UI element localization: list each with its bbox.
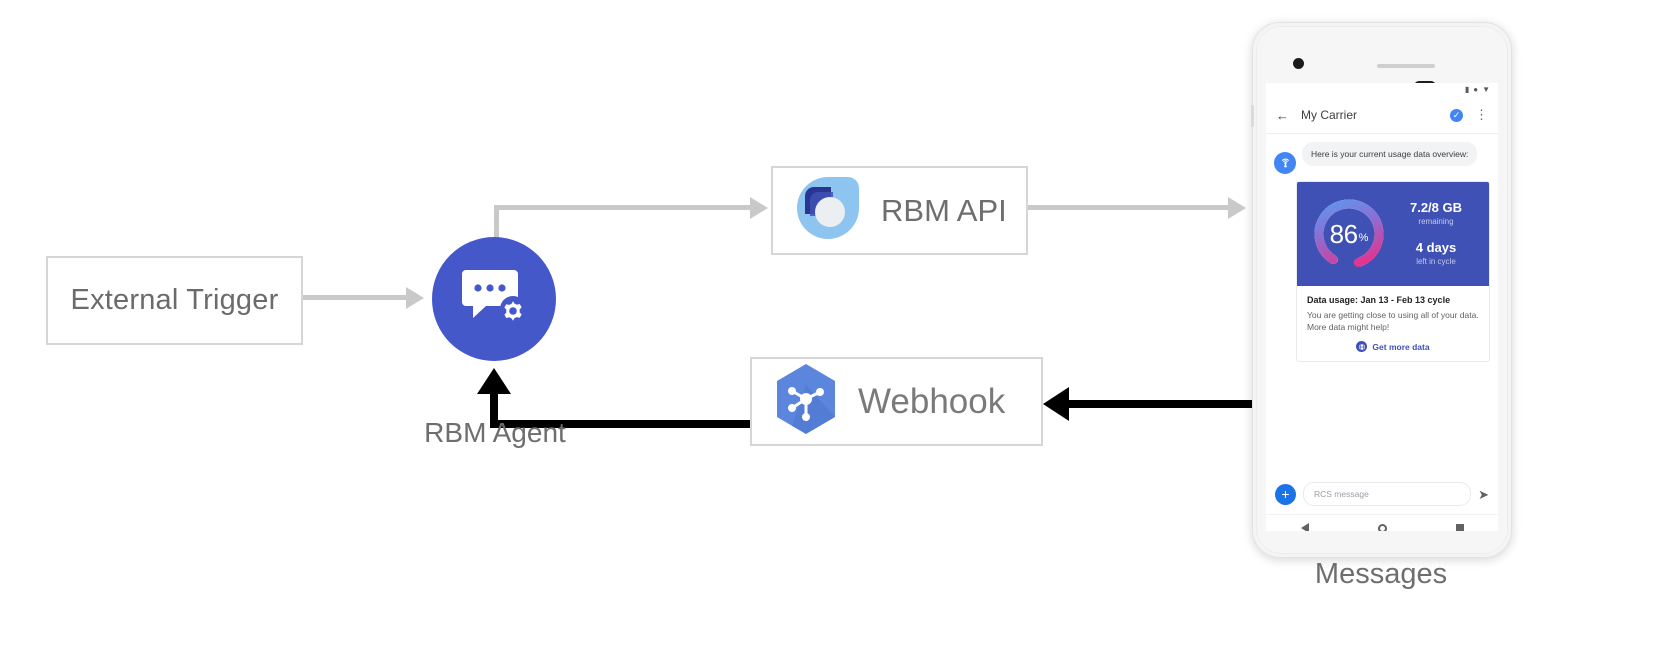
arrowhead-webhook-to-agent — [477, 368, 511, 394]
arrowhead-phone-to-webhook — [1043, 387, 1069, 421]
signal-icon: ▮ — [1464, 85, 1470, 94]
recents-nav-icon[interactable] — [1455, 524, 1464, 531]
webhook-hexagon-icon — [770, 361, 842, 442]
gauge-text: 86 % — [1309, 194, 1389, 274]
node-rbm-api[interactable]: RBM API — [771, 166, 1028, 255]
wifi-icon: ● — [1473, 85, 1479, 94]
card-title: Data usage: Jan 13 - Feb 13 cycle — [1307, 295, 1451, 305]
card-description: You are getting close to using all of yo… — [1307, 310, 1479, 332]
message-composer: + RCS message ➤ — [1266, 474, 1498, 514]
card-hero: 86 % 7.2/8 GB remaining 4 days le — [1297, 182, 1489, 286]
back-nav-icon[interactable] — [1300, 523, 1309, 531]
rcs-message-input[interactable]: RCS message — [1303, 482, 1472, 506]
webhook-label: Webhook — [858, 381, 1006, 421]
message-row: Here is your current usage data overview… — [1266, 142, 1498, 174]
chat-gear-icon — [460, 266, 528, 333]
plus-icon[interactable]: + — [1275, 483, 1296, 505]
gauge-value: 86 — [1329, 218, 1358, 249]
get-more-data-button[interactable]: Get more data — [1307, 341, 1479, 352]
node-rbm-agent[interactable] — [432, 237, 556, 361]
gauge-unit: % — [1358, 232, 1369, 244]
side-button[interactable] — [1251, 105, 1254, 127]
globe-icon — [1356, 341, 1368, 352]
stat-days-left: 4 days left in cycle — [1416, 241, 1456, 267]
rcs-message-placeholder: RCS message — [1314, 489, 1369, 499]
message-bubble: Here is your current usage data overview… — [1302, 142, 1478, 166]
conversation-area: Here is your current usage data overview… — [1266, 134, 1498, 474]
node-external-trigger[interactable]: External Trigger — [46, 256, 303, 345]
stat-days-value: 4 days — [1415, 240, 1457, 255]
send-icon[interactable]: ➤ — [1478, 486, 1489, 502]
phone-caption: Messages — [1314, 558, 1448, 590]
stat-data-value: 7.2/8 GB — [1409, 200, 1463, 215]
edge-webhook-to-agent-riser — [490, 394, 498, 428]
phone-mockup: ▮ ● ▼ ← My Carrier ✓ ⋮ — [1251, 22, 1512, 558]
external-trigger-label: External Trigger — [70, 284, 279, 316]
back-arrow-icon[interactable]: ← — [1276, 107, 1289, 123]
card-body: Data usage: Jan 13 - Feb 13 cycle You ar… — [1297, 286, 1489, 361]
arrowhead-api-to-phone — [1228, 197, 1246, 219]
edge-agent-to-api — [494, 205, 752, 210]
phone-screen: ▮ ● ▼ ← My Carrier ✓ ⋮ — [1266, 83, 1498, 531]
edge-phone-to-webhook — [1068, 400, 1253, 408]
arrowhead-trigger-to-agent — [406, 287, 424, 309]
rbm-api-label: RBM API — [881, 192, 1007, 228]
battery-icon: ▼ — [1482, 85, 1490, 94]
edge-agent-riser — [494, 205, 499, 253]
status-bar: ▮ ● ▼ — [1266, 83, 1498, 97]
earpiece-icon — [1377, 64, 1435, 68]
carrier-antenna-icon — [1274, 152, 1296, 174]
android-nav-bar — [1266, 514, 1498, 531]
app-bar: ← My Carrier ✓ ⋮ — [1266, 97, 1498, 134]
edge-api-to-phone — [1028, 205, 1233, 210]
rbm-api-logo-icon — [791, 171, 865, 250]
rich-card[interactable]: 86 % 7.2/8 GB remaining 4 days le — [1296, 181, 1490, 362]
get-more-data-label: Get more data — [1372, 341, 1430, 352]
stat-data-remaining: 7.2/8 GB remaining — [1410, 201, 1462, 227]
home-nav-icon[interactable] — [1377, 523, 1387, 531]
stat-days-caption: left in cycle — [1416, 257, 1456, 266]
edge-webhook-to-agent-horizontal — [490, 420, 752, 428]
rbm-agent-caption: RBM Agent — [424, 417, 566, 448]
node-webhook[interactable]: Webhook — [750, 357, 1043, 446]
edge-trigger-to-agent — [303, 295, 408, 300]
stat-data-caption: remaining — [1418, 217, 1454, 226]
usage-gauge: 86 % — [1309, 194, 1389, 274]
verified-shield-icon: ✓ — [1450, 108, 1463, 122]
front-camera-icon — [1293, 58, 1304, 69]
overflow-menu-icon[interactable]: ⋮ — [1475, 107, 1488, 122]
hero-stats: 7.2/8 GB remaining 4 days left in cycle — [1395, 201, 1477, 267]
arrowhead-agent-to-api — [750, 197, 768, 219]
app-bar-title: My Carrier — [1301, 108, 1357, 122]
